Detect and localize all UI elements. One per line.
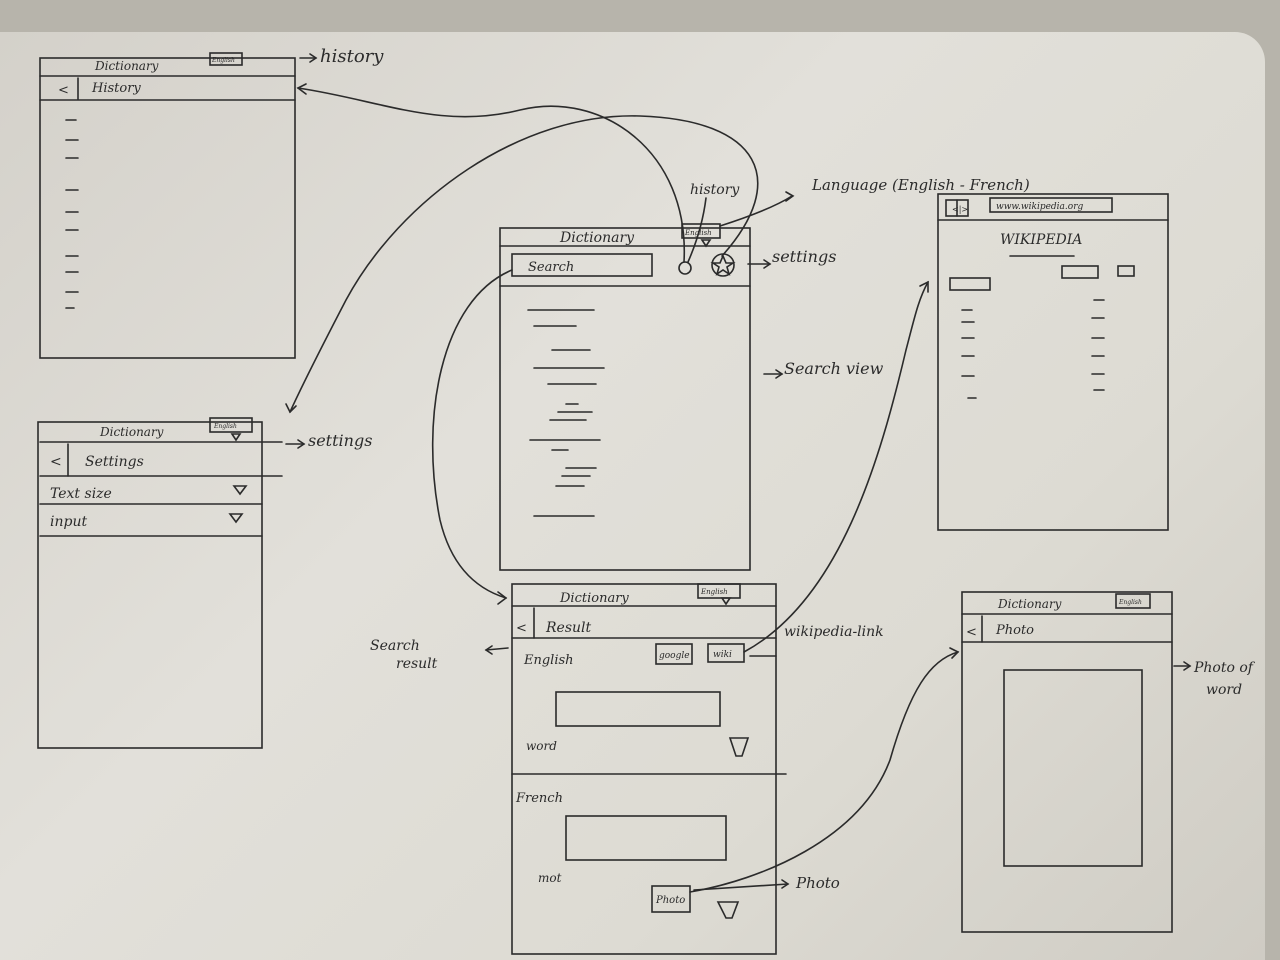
history-annotation: history: [320, 46, 384, 67]
language-annotation: Language (English - French): [811, 176, 1030, 194]
english-label: English: [523, 653, 574, 668]
google-button[interactable]: [655, 643, 693, 665]
result-badge-label: English: [700, 588, 728, 596]
photo-language-badge[interactable]: [1115, 593, 1151, 609]
settings-annotation: settings: [308, 431, 372, 450]
search-results-list: [527, 309, 605, 517]
text-size-row[interactable]: Text size: [50, 486, 112, 502]
history-back-button[interactable]: <: [58, 83, 69, 98]
arrow-wikipedia-flow: [743, 281, 929, 653]
settings-button-annotation: settings: [772, 247, 836, 266]
french-label: French: [515, 791, 563, 806]
search-view-annotation: Search view: [784, 359, 884, 378]
word-photo-frame: [1003, 669, 1143, 867]
language-dropdown-icon[interactable]: [700, 239, 712, 248]
photo-annotation-a: Photo of: [1193, 660, 1256, 676]
wiki-left-list: [961, 309, 977, 399]
arrow-history-flow: [297, 87, 685, 263]
result-back-button[interactable]: <: [516, 621, 527, 636]
wiki-button[interactable]: [1117, 265, 1135, 277]
search-result-annotation-b: result: [396, 656, 438, 672]
photo-button[interactable]: [651, 885, 691, 913]
photo-badge-label: English: [1118, 599, 1142, 606]
history-button-annotation: history: [690, 182, 740, 198]
paper-sheet: [0, 32, 1265, 960]
input-dropdown-icon[interactable]: [228, 513, 244, 524]
arrow-settings-flow: [289, 115, 759, 413]
google-button-label: google: [659, 651, 690, 661]
arrow-photo-flow: [689, 651, 959, 893]
arrow-search-result-flow: [431, 269, 513, 599]
word-label: word: [526, 739, 557, 753]
history-app-title: Dictionary: [94, 59, 159, 73]
result-app-title: Dictionary: [559, 591, 629, 606]
result-language-badge[interactable]: [697, 583, 741, 599]
result-header: Result: [545, 620, 592, 636]
settings-header: Settings: [85, 454, 144, 470]
photo-annotation: Photo: [795, 874, 840, 892]
flow-arrows: [285, 83, 960, 893]
wiki-url-bar[interactable]: [989, 197, 1113, 213]
english-audio-icon[interactable]: [728, 737, 750, 757]
settings-language-badge[interactable]: [209, 417, 253, 433]
wikipedia-link-annotation: wikipedia-link: [784, 624, 884, 640]
search-placeholder: Search: [528, 260, 574, 275]
photo-header: Photo: [995, 623, 1034, 638]
wiki-nav-label: <|>: [952, 205, 968, 214]
mot-label: mot: [538, 871, 562, 885]
french-word-box: [565, 815, 727, 861]
settings-back-button[interactable]: <: [50, 454, 62, 470]
wiki-link-button[interactable]: [707, 643, 745, 663]
photo-annotation-b: word: [1206, 682, 1242, 698]
input-row[interactable]: input: [50, 514, 87, 530]
main-app-title: Dictionary: [559, 230, 635, 246]
photo-screen: Dictionary English < Photo Photo of word: [961, 591, 1256, 933]
wiki-url: www.wikipedia.org: [996, 202, 1083, 212]
photo-back-button[interactable]: <: [966, 625, 977, 640]
photo-button-label: Photo: [655, 895, 685, 906]
result-screen: Dictionary English < Result English goog…: [370, 583, 884, 955]
english-word-box: [555, 691, 721, 727]
wiki-logo: WIKIPEDIA: [1000, 232, 1082, 248]
settings-badge-label: English: [213, 423, 237, 430]
search-input[interactable]: [511, 253, 653, 277]
wiki-button[interactable]: [1061, 265, 1099, 279]
history-clock-icon[interactable]: [678, 261, 692, 275]
photo-app-title: Dictionary: [997, 597, 1062, 611]
settings-app-title: Dictionary: [99, 425, 164, 439]
history-list: [65, 119, 79, 309]
main-screen: Dictionary English Search: [499, 176, 1030, 571]
french-audio-icon[interactable]: [716, 901, 740, 919]
wiki-button-label: wiki: [713, 650, 732, 660]
history-screen: Dictionary English < History history: [39, 46, 384, 359]
history-language-badge[interactable]: [209, 52, 243, 66]
wiki-search-field[interactable]: [949, 277, 991, 291]
text-size-dropdown-icon[interactable]: [232, 485, 248, 496]
wikipedia-screen: <|> www.wikipedia.org WIKIPEDIA: [937, 193, 1169, 531]
search-result-annotation-a: Search: [370, 638, 420, 654]
history-header: History: [91, 81, 141, 96]
wiki-right-list: [1091, 299, 1105, 391]
settings-screen: Dictionary English < Settings Text size …: [37, 417, 372, 749]
history-badge-label: English: [211, 57, 235, 64]
